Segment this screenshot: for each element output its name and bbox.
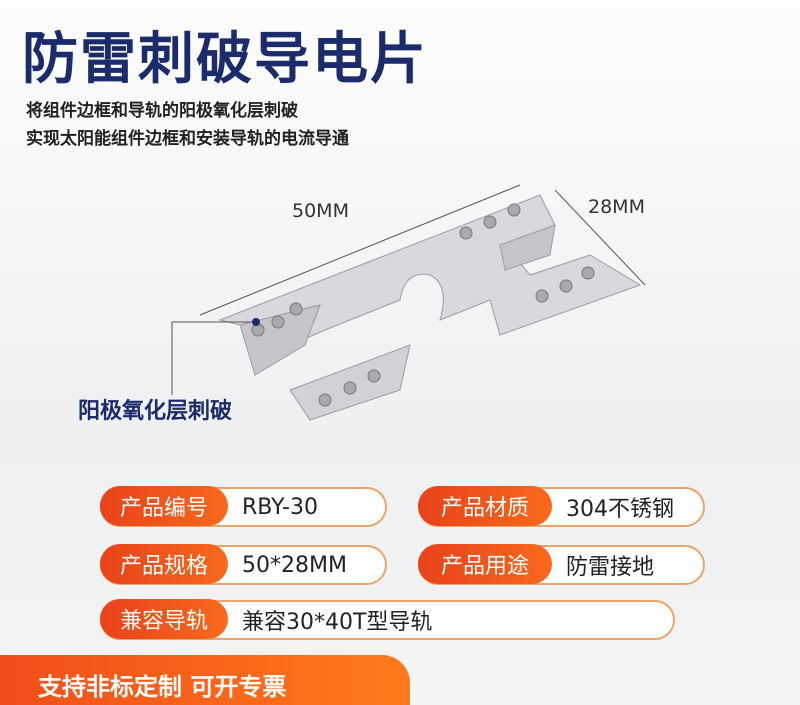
length-dimension-line [199, 184, 521, 316]
spec-compatible-rail: 兼容导轨 兼容30*40T型导轨 [100, 599, 675, 640]
spec-value: 防雷接地 [566, 555, 655, 580]
spec-usage: 产品用途 防雷接地 [418, 544, 705, 585]
spec-product-code: 产品编号 RBY-30 [100, 486, 387, 527]
width-label: 28MM [588, 196, 645, 218]
subtitle-line-1: 将组件边框和导轨的阳极氧化层刺破 [26, 101, 298, 121]
subtitle-line-2: 实现太阳能组件边框和安装导轨的电流导通 [26, 129, 349, 149]
spec-value: 兼容30*40T型导轨 [242, 610, 433, 635]
product-illustration [171, 184, 646, 421]
callout-label: 阳极氧化层刺破 [78, 399, 233, 424]
custom-order-banner: 支持非标定制 可开专票 [0, 655, 410, 705]
spec-label: 产品材质 [418, 486, 552, 526]
spec-label: 产品编号 [100, 486, 228, 526]
spec-value: 304不锈钢 [566, 497, 674, 522]
spec-material: 产品材质 304不锈钢 [418, 486, 705, 527]
callout-line [171, 321, 252, 395]
spec-label: 产品规格 [100, 544, 228, 584]
piercing-teeth [251, 203, 595, 407]
callout-dot [252, 318, 260, 326]
spec-value: 50*28MM [242, 552, 347, 578]
spec-label: 兼容导轨 [100, 599, 228, 639]
spec-value: RBY-30 [242, 494, 318, 520]
width-dimension-line [554, 189, 646, 286]
product-title: 防雷刺破导电片 [22, 27, 428, 92]
plate-tab-right [499, 224, 556, 271]
length-label: 50MM [292, 200, 349, 222]
spec-size: 产品规格 50*28MM [100, 544, 387, 585]
spec-label: 产品用途 [418, 544, 552, 584]
